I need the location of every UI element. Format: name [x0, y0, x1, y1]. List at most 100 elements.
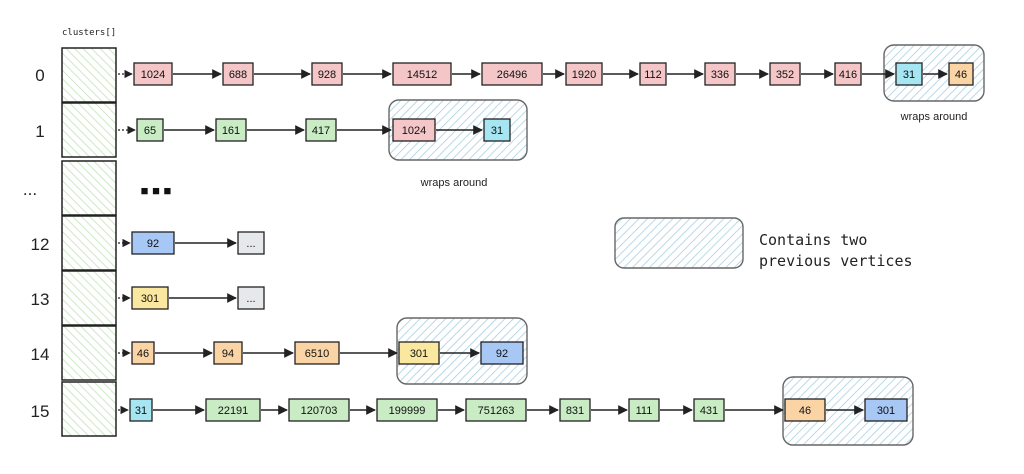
vertex-node	[639, 62, 667, 86]
vertex-node	[480, 341, 524, 365]
vertex-node	[628, 398, 660, 422]
vertex-node	[481, 62, 543, 86]
vertex-label: 92	[147, 238, 159, 250]
row-index-label: 13	[31, 290, 50, 309]
vertex-label: 336	[711, 69, 729, 81]
legend-line-1: Contains two	[759, 231, 867, 249]
vertex-node	[693, 398, 725, 422]
vertex-label: 1024	[141, 69, 165, 81]
cluster-cell	[61, 47, 117, 103]
vertex-label: 6510	[305, 348, 329, 360]
vertex-label: 416	[839, 69, 857, 81]
vertex-label: 31	[491, 125, 503, 137]
vertex-label: 22191	[218, 405, 249, 417]
row-labels: 0 wraps around 1 wraps around... ■ ■ ■ 12 13 14…	[23, 66, 967, 421]
vertex-node	[376, 398, 438, 422]
vertex-node	[222, 62, 254, 86]
vertex-node	[834, 62, 862, 86]
vertex-node	[769, 62, 801, 86]
vertex-label: ...	[246, 238, 255, 250]
vertex-node	[948, 62, 974, 86]
vertex-node	[784, 398, 826, 422]
vertex-node	[131, 341, 155, 365]
vertex-node	[398, 341, 440, 365]
vertex-node	[294, 341, 340, 365]
vertex-label: 417	[312, 125, 330, 137]
vertex-node	[483, 118, 511, 142]
vertex-label: 111	[636, 405, 653, 417]
vertex-label: 46	[137, 348, 149, 360]
vertex-label: 1920	[572, 69, 596, 81]
vertex-node	[864, 398, 908, 422]
cluster-cell	[61, 381, 117, 437]
vertex-label: 31	[903, 69, 915, 81]
vertex-label: 301	[141, 293, 159, 305]
wrap-note: wraps around	[420, 177, 488, 189]
vertex-label: 46	[799, 405, 811, 417]
row-index-label: 12	[31, 235, 50, 254]
cluster-cell	[61, 215, 117, 271]
clusters-array-label: clusters[]	[62, 28, 116, 38]
vertex-label: 94	[222, 348, 234, 360]
vertex-label: ...	[246, 293, 255, 305]
vertex-label: 26496	[497, 69, 528, 81]
vertex-label: 199999	[389, 405, 426, 417]
wrap-around-group	[883, 44, 985, 102]
row-index-label: ...	[23, 180, 37, 199]
list-edges	[118, 69, 948, 415]
vertex-label: 431	[700, 405, 718, 417]
vertex-label: 112	[644, 69, 662, 81]
vertex-node	[559, 398, 591, 422]
vertex-node	[565, 62, 603, 86]
vertex-node	[288, 398, 350, 422]
vertex-label: 92	[496, 348, 508, 360]
vertex-label: 301	[877, 405, 895, 417]
row-index-label: 14	[31, 345, 50, 364]
vertex-label: 831	[566, 405, 584, 417]
cluster-cell	[61, 160, 117, 216]
vertex-node	[704, 62, 736, 86]
vertex-node	[392, 118, 436, 142]
legend-swatch	[614, 217, 744, 269]
wrap-note: wraps around	[900, 111, 968, 123]
vertex-label: 14512	[407, 69, 438, 81]
vertex-label: 120703	[301, 405, 338, 417]
vertex-node	[205, 398, 261, 422]
vertex-node	[305, 118, 337, 142]
vertex-node	[895, 62, 923, 86]
vertex-node	[237, 231, 265, 255]
vertex-node	[215, 118, 247, 142]
vertex-node	[237, 286, 265, 310]
row-index-label: 1	[35, 122, 44, 141]
vertex-label: 46	[955, 69, 967, 81]
vertex-node	[136, 118, 164, 142]
ellipsis-marker: ■ ■ ■	[141, 183, 172, 198]
list-nodes: 1024 688 928 14512 26496 1920 112 336 352 416 31 46…	[129, 62, 974, 422]
vertex-node	[129, 398, 153, 422]
cluster-cell	[61, 270, 117, 326]
vertex-label: 301	[410, 348, 428, 360]
vertex-label: 928	[318, 69, 336, 81]
vertex-label: 65	[144, 125, 156, 137]
vertex-node	[131, 286, 169, 310]
vertex-node	[131, 231, 175, 255]
cluster-cell	[61, 325, 117, 381]
vertex-node	[133, 62, 173, 86]
clusters-array	[61, 47, 117, 437]
vertex-label: 161	[222, 125, 240, 137]
vertex-label: 751263	[478, 405, 515, 417]
row-index-label: 0	[35, 66, 44, 85]
vertex-label: 1024	[402, 125, 426, 137]
vertex-node	[213, 341, 243, 365]
vertex-node	[392, 62, 452, 86]
legend: Contains two previous vertices	[614, 217, 913, 270]
vertex-label: 31	[135, 405, 147, 417]
vertex-label: 688	[229, 69, 247, 81]
vertex-node	[465, 398, 527, 422]
cluster-cell	[61, 102, 117, 158]
vertex-node	[311, 62, 343, 86]
vertex-label: 352	[776, 69, 794, 81]
row-index-label: 15	[31, 402, 50, 421]
legend-line-2: previous vertices	[759, 252, 913, 270]
